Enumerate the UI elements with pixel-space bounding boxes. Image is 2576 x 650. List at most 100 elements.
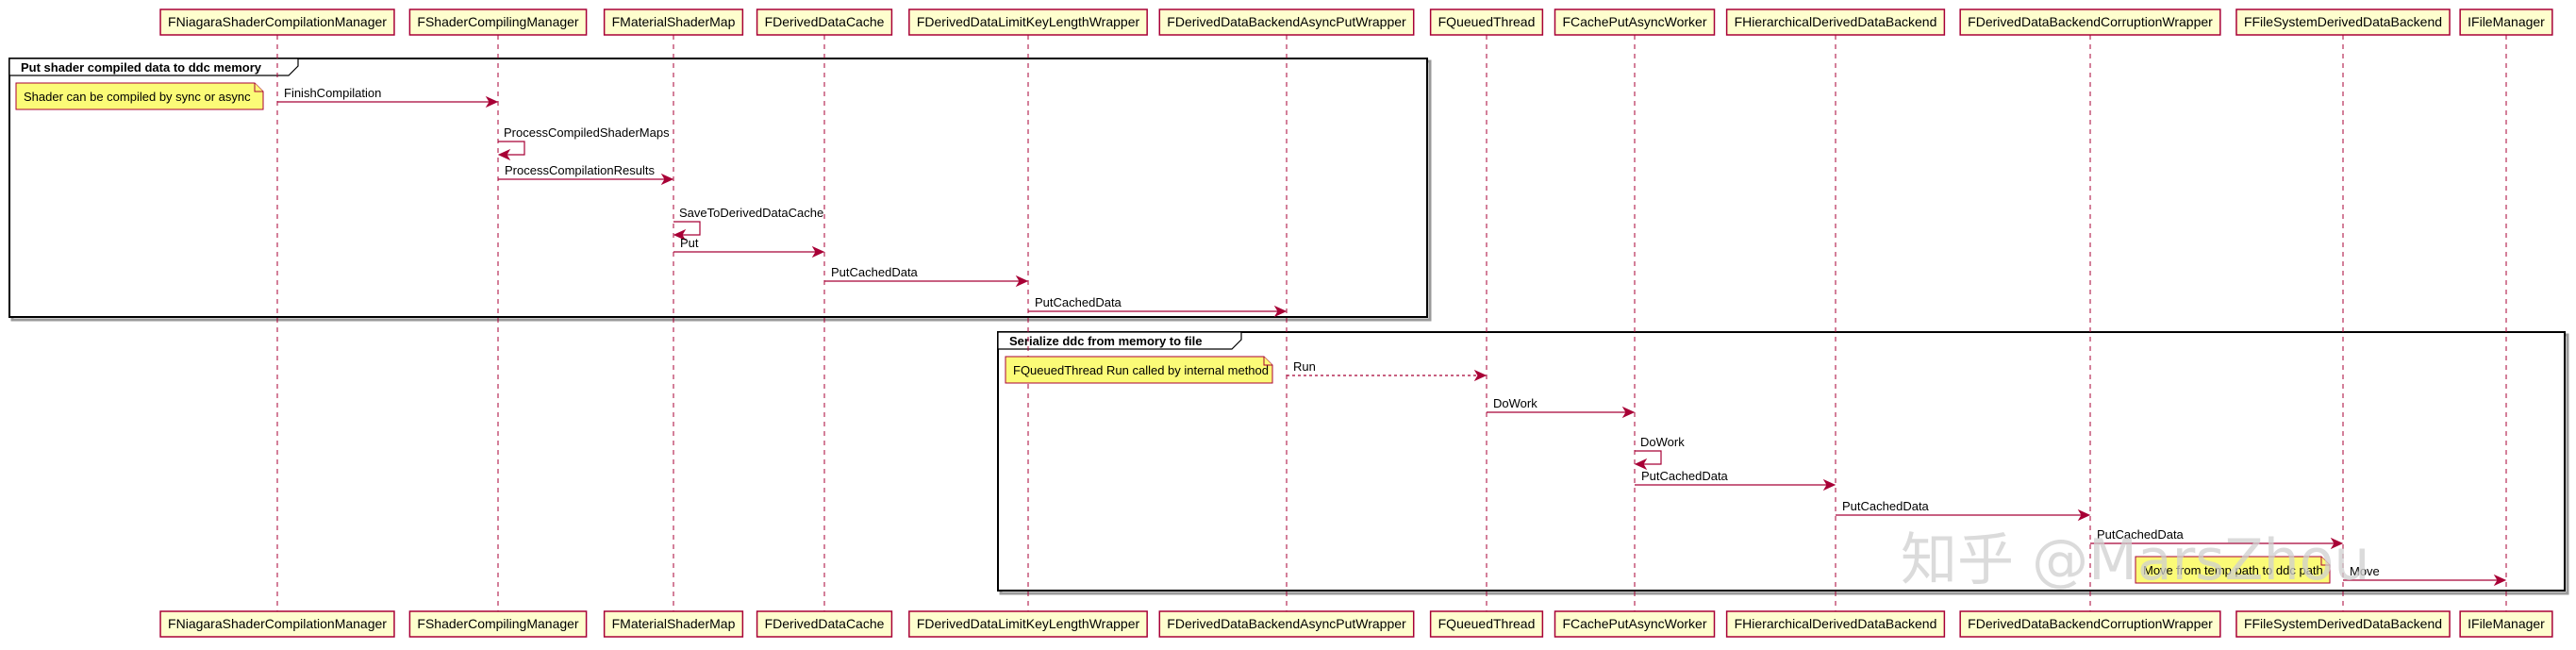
group-title: Put shader compiled data to ddc memory: [21, 60, 262, 75]
participant-bottom: FDerivedDataBackendCorruptionWrapper: [1959, 610, 2221, 638]
participant-box: [1158, 8, 1415, 36]
message-arrowhead: [1015, 275, 1029, 288]
participant-top: FNiagaraShaderCompilationManager: [159, 8, 395, 36]
message-arrowhead: [497, 148, 511, 161]
message-label: DoWork: [1640, 435, 1685, 449]
note-box: [2135, 556, 2331, 584]
participant-bottom: IFileManager: [2459, 610, 2553, 638]
group-frame-border: [8, 58, 1428, 318]
message: Put: [673, 236, 825, 258]
participant-top: FDerivedDataLimitKeyLengthWrapper: [908, 8, 1148, 36]
participant-label: FDerivedDataBackendAsyncPutWrapper: [1167, 616, 1406, 631]
participant-top: IFileManager: [2459, 8, 2553, 36]
message: SaveToDerivedDataCache: [673, 206, 823, 242]
participant-box: [2235, 610, 2451, 638]
participant-label: IFileManager: [2468, 616, 2545, 631]
participant-top: FFileSystemDerivedDataBackend: [2235, 8, 2451, 36]
participant-box: [2459, 8, 2553, 36]
note-fold: [2320, 557, 2330, 566]
participant-label: FShaderCompilingManager: [417, 14, 579, 29]
message-label: SaveToDerivedDataCache: [679, 206, 823, 220]
participant-bottom: FFileSystemDerivedDataBackend: [2235, 610, 2451, 638]
participant-bottom: FDerivedDataLimitKeyLengthWrapper: [908, 610, 1148, 638]
participant-box: [1725, 8, 1946, 36]
participant-box: [756, 610, 893, 638]
participant-box: [408, 8, 588, 36]
participant-label: FMaterialShaderMap: [612, 14, 736, 29]
group-frame-tab: [8, 58, 299, 76]
message: ProcessCompiledShaderMaps: [497, 125, 670, 161]
message: DoWork: [1634, 435, 1685, 471]
message-arrowhead: [2077, 508, 2091, 522]
participant-label: FHierarchicalDerivedDataBackend: [1735, 616, 1937, 631]
participant-label: FFileSystemDerivedDataBackend: [2244, 616, 2442, 631]
participant-label: FDerivedDataLimitKeyLengthWrapper: [917, 616, 1140, 631]
note-box: [1005, 356, 1273, 384]
message-arrowhead: [1634, 458, 1648, 471]
message: Run: [1287, 359, 1487, 382]
message-arrowhead: [1822, 478, 1836, 492]
participant-top: FCachePutAsyncWorker: [1554, 8, 1716, 36]
message-line: [1635, 450, 1662, 465]
participant-label: FMaterialShaderMap: [612, 616, 736, 631]
participant-label: FHierarchicalDerivedDataBackend: [1735, 14, 1937, 29]
participant-top: FQueuedThread: [1429, 8, 1544, 36]
message-label: ProcessCompiledShaderMaps: [504, 125, 670, 140]
participant-box: [1959, 8, 2221, 36]
message: ProcessCompilationResults: [498, 163, 674, 186]
participant-label: FDerivedDataBackendCorruptionWrapper: [1968, 616, 2213, 631]
note: Move from temp path to ddc path: [2135, 556, 2331, 584]
message-label: Run: [1293, 359, 1316, 374]
participant-bottom: FMaterialShaderMap: [603, 610, 744, 638]
participant-label: FDerivedDataCache: [765, 14, 885, 29]
participant-box: [1554, 8, 1716, 36]
message-label: PutCachedData: [2097, 527, 2185, 542]
frames-layer: Put shader compiled data to ddc memorySe…: [8, 58, 2569, 595]
participant-label: FNiagaraShaderCompilationManager: [168, 616, 387, 631]
participant-label: FDerivedDataLimitKeyLengthWrapper: [917, 14, 1140, 29]
watermark: 知乎 @MarsZhou: [1901, 527, 2369, 593]
participant-box: [1429, 8, 1544, 36]
participant-box: [908, 8, 1148, 36]
messages-layer: FinishCompilationProcessCompiledShaderMa…: [277, 86, 2507, 587]
message-label: PutCachedData: [831, 265, 919, 279]
message-label: PutCachedData: [1641, 469, 1729, 483]
message: PutCachedData: [1028, 295, 1288, 318]
participants-layer: FNiagaraShaderCompilationManagerFNiagara…: [159, 8, 2553, 638]
participant-bottom: FShaderCompilingManager: [408, 610, 588, 638]
message-label: FinishCompilation: [284, 86, 381, 100]
message-arrowhead: [1473, 369, 1487, 382]
message: PutCachedData: [1635, 469, 1836, 492]
participant-top: FDerivedDataBackendAsyncPutWrapper: [1158, 8, 1415, 36]
participant-label: FDerivedDataCache: [765, 616, 885, 631]
participant-box: [603, 8, 744, 36]
participant-bottom: FNiagaraShaderCompilationManager: [159, 610, 395, 638]
participant-label: FQueuedThread: [1438, 616, 1536, 631]
message-label: DoWork: [1493, 396, 1537, 410]
message-label: Move: [2350, 564, 2380, 578]
message: PutCachedData: [824, 265, 1029, 288]
participant-top: FShaderCompilingManager: [408, 8, 588, 36]
message-label: Put: [680, 236, 699, 250]
lifelines-layer: [276, 35, 2507, 611]
participant-top: FDerivedDataBackendCorruptionWrapper: [1959, 8, 2221, 36]
participant-label: FFileSystemDerivedDataBackend: [2244, 14, 2442, 29]
message-arrowhead: [485, 95, 499, 108]
notes-layer: Shader can be compiled by sync or async F…: [15, 82, 2331, 584]
participant-box: [1959, 610, 2221, 638]
watermark-layer: 知乎 @MarsZhou: [1901, 527, 2369, 593]
participant-label: FCachePutAsyncWorker: [1562, 14, 1706, 29]
group-frame-border: [997, 331, 2566, 592]
note: Shader can be compiled by sync or async: [15, 82, 264, 110]
participant-box: [908, 610, 1148, 638]
note-text: Move from temp path to ddc path: [2143, 563, 2323, 577]
message-arrowhead: [673, 228, 687, 242]
participant-box: [2459, 610, 2553, 638]
message-arrowhead: [2493, 574, 2507, 587]
participant-label: IFileManager: [2468, 14, 2545, 29]
message-line: [498, 141, 525, 156]
message-arrowhead: [811, 245, 825, 258]
message-label: ProcessCompilationResults: [505, 163, 655, 177]
participant-box: [2235, 8, 2451, 36]
